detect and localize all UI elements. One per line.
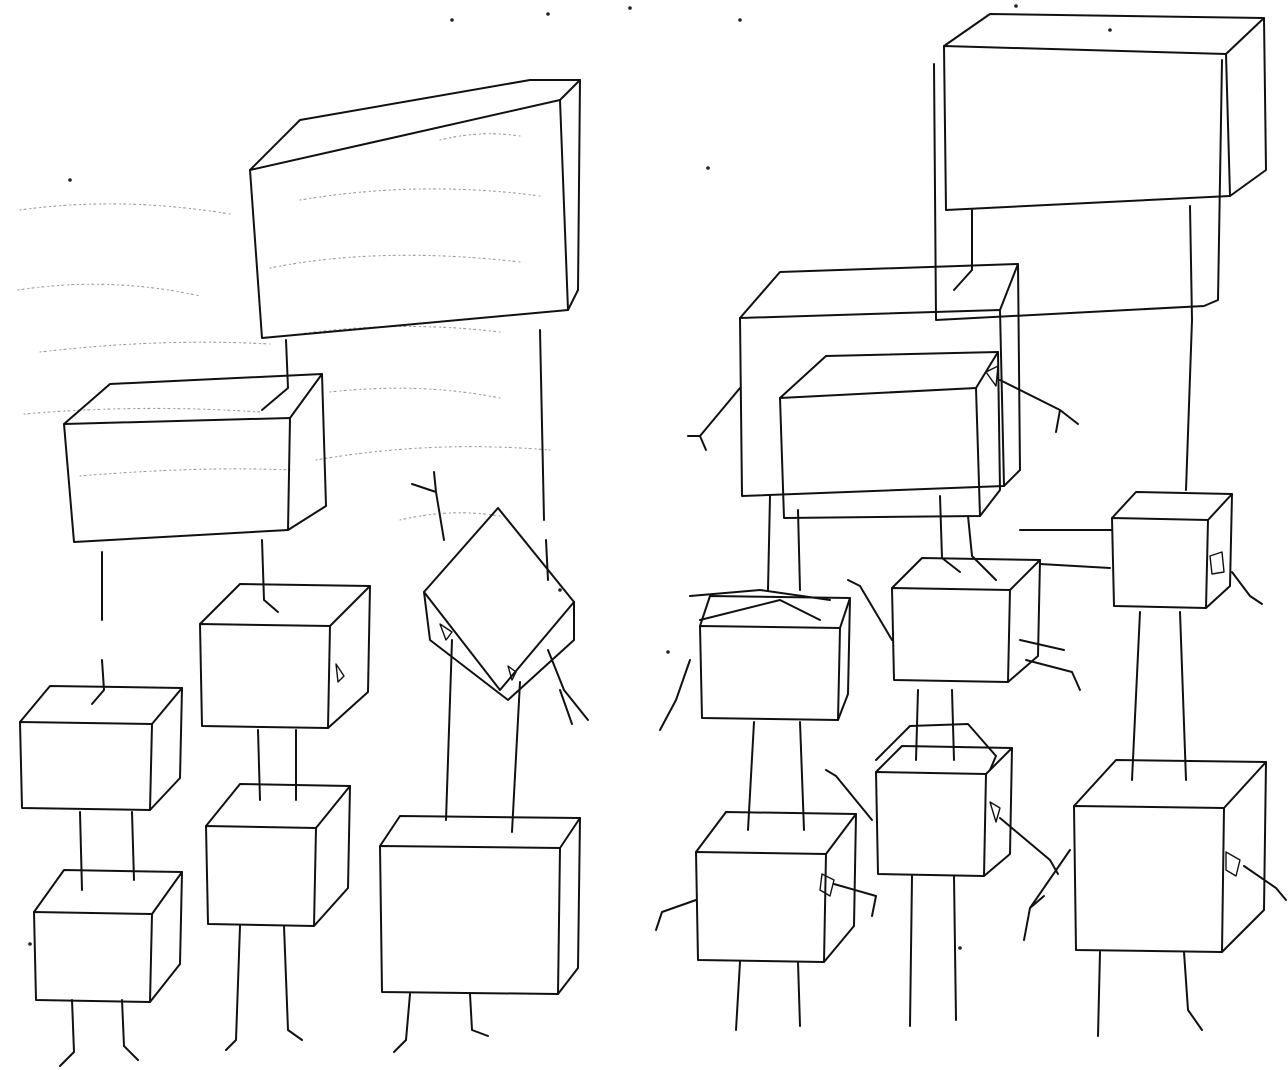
left-figure-2-head-top xyxy=(200,584,370,626)
right-figure-2-neck xyxy=(940,496,996,580)
right-sign-frame xyxy=(934,60,1222,320)
pencil-scribble-11 xyxy=(400,513,500,520)
right-figure-3-head-top xyxy=(1112,492,1232,520)
left-mid-box-top xyxy=(64,374,322,424)
pencil-scribble-9 xyxy=(80,469,290,476)
left-figure-2-head-mark xyxy=(336,664,344,682)
right-figure-1-arm xyxy=(660,660,690,730)
right-inner-box-front xyxy=(780,388,980,518)
left-figure-1-body-front xyxy=(34,912,152,1002)
ink-speck-12 xyxy=(558,588,562,592)
left-figure-2-body-top xyxy=(206,784,350,828)
right-figure-3-body-mark xyxy=(1226,852,1240,876)
left-sign-top xyxy=(250,80,580,170)
ink-speck-6 xyxy=(738,18,742,22)
right-figure-2-head-top xyxy=(892,558,1040,590)
right-left-arm xyxy=(688,388,740,450)
right-figure-1-body-top xyxy=(696,812,856,854)
left-mid-box-side xyxy=(288,374,326,530)
right-figure-1-head-front xyxy=(700,626,840,720)
right-figure-3-head-arm xyxy=(1232,572,1262,604)
left-figure-2-legs xyxy=(226,926,302,1050)
left-mid-box-front xyxy=(64,418,290,542)
right-figure-2-body-arm-left xyxy=(826,770,872,820)
right-figure-1-body-mark xyxy=(820,874,834,896)
ink-speck-3 xyxy=(628,6,632,10)
illegible-pencil-scribbles xyxy=(18,134,550,520)
pencil-scribble-12 xyxy=(440,134,520,140)
right-figure-3-legs xyxy=(1098,952,1202,1036)
left-figure-3-arm xyxy=(548,650,588,724)
left-figure-1-legs xyxy=(60,1000,138,1066)
right-figure-2-body-side xyxy=(984,748,1012,876)
left-figure-1-neck xyxy=(92,552,104,704)
pencil-scribble-6 xyxy=(300,326,500,334)
right-figure-1-legs xyxy=(736,962,800,1030)
left-figure-1-torso-links xyxy=(80,812,134,890)
left-figure-2-neck xyxy=(262,540,278,612)
left-figure-3-head-side xyxy=(424,592,574,700)
right-figure-2-legs xyxy=(910,876,956,1026)
right-figure-2-body-mark xyxy=(990,802,1000,822)
right-sign-posts xyxy=(954,206,1192,490)
ink-speck-7 xyxy=(958,946,962,950)
left-figure-2-body-front xyxy=(206,826,316,926)
right-figure-3-body-arm-left xyxy=(1024,850,1070,940)
ink-speck-8 xyxy=(1014,4,1018,8)
pencil-scribble-3 xyxy=(300,189,540,200)
right-sign-front xyxy=(944,46,1230,210)
right-figure-1-arm-left xyxy=(656,900,696,930)
ink-speck-10 xyxy=(68,178,72,182)
pencil-scribble-1 xyxy=(20,204,230,214)
ink-speck-4 xyxy=(706,166,710,170)
right-figure-3-head-mark xyxy=(1210,552,1224,574)
right-mid-box-side xyxy=(1004,264,1020,486)
left-figure-3-body-top xyxy=(380,816,580,848)
ink-specks xyxy=(28,4,1112,950)
right-inner-box-arm xyxy=(1000,380,1078,432)
right-figure-3-body-front xyxy=(1074,806,1224,952)
left-figure-3-legs xyxy=(394,994,488,1052)
pencil-scribble-5 xyxy=(40,342,270,352)
left-figure-3-body-front xyxy=(380,846,560,994)
ink-speck-9 xyxy=(1108,28,1112,32)
right-figure-2-head-side xyxy=(1008,560,1040,682)
ink-speck-2 xyxy=(546,12,550,16)
left-figure-1-body-side xyxy=(150,872,182,1002)
pencil-scribble-4 xyxy=(270,255,520,268)
right-figure-1-scribble-top xyxy=(690,590,830,620)
right-figure-3-body-side xyxy=(1222,762,1266,952)
left-figure-1-head-top xyxy=(20,686,182,724)
right-figure-2-body-front xyxy=(876,772,986,876)
right-figure-2-head-front xyxy=(892,588,1010,682)
right-inner-box-top xyxy=(780,352,998,398)
right-figure-2-left-arm xyxy=(848,580,892,640)
ink-speck-1 xyxy=(450,18,454,22)
ink-speck-11 xyxy=(28,942,32,946)
right-figure-3-head-side xyxy=(1206,494,1232,608)
left-figure-1-body-top xyxy=(34,870,182,914)
ink-strokes xyxy=(20,14,1286,1066)
pencil-scribble-10 xyxy=(316,447,550,460)
left-figure-3-antenna xyxy=(412,472,444,540)
right-figure-3-head-left xyxy=(1020,530,1112,568)
right-figure-2-body-arm xyxy=(1000,818,1058,874)
right-figure-1-body-front xyxy=(696,852,826,962)
pencil-scribble-7 xyxy=(24,408,260,414)
left-sign-side xyxy=(568,80,580,310)
right-figure-3-torso-links xyxy=(1132,612,1186,780)
left-figure-2-head-front xyxy=(200,624,330,728)
left-figure-3-head-front xyxy=(424,508,574,690)
left-long-pole xyxy=(540,330,548,580)
left-figure-2-torso-links xyxy=(258,730,296,800)
ink-speck-5 xyxy=(666,650,670,654)
pencil-scribble-8 xyxy=(330,388,500,398)
pencil-scribble-2 xyxy=(18,284,200,296)
right-figure-3-head-front xyxy=(1112,518,1208,608)
left-figure-1-head-front xyxy=(20,722,152,810)
right-figure-3-body-top xyxy=(1074,760,1266,808)
